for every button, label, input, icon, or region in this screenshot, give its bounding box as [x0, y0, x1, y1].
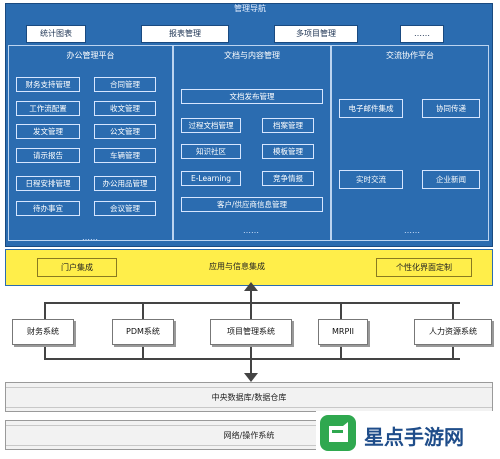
arrow-up-icon: [244, 282, 258, 291]
doc-customer-supplier[interactable]: 客户/供应商信息管理: [181, 197, 323, 212]
watermark-text: 星点手游网: [364, 425, 464, 449]
multi-project-button[interactable]: 多项目管理: [274, 25, 358, 43]
office-item-official-doc[interactable]: 公文管理: [94, 124, 156, 139]
office-item-receipt[interactable]: 收文管理: [94, 101, 156, 116]
rise-hr: [452, 345, 454, 359]
custom-interface[interactable]: 个性化界面定制: [376, 258, 472, 277]
office-panel: [8, 45, 173, 241]
stats-chart-button[interactable]: 统计图表: [26, 25, 86, 43]
drop-finance: [44, 302, 46, 319]
exchange-realtime[interactable]: 实时交流: [339, 170, 403, 189]
rise-mrp: [340, 345, 342, 359]
exchange-panel: [331, 45, 489, 241]
office-item-todo[interactable]: 待办事宜: [16, 201, 80, 216]
more-button[interactable]: ……: [400, 25, 444, 43]
portal-integration[interactable]: 门户集成: [37, 258, 117, 277]
integration-band: 门户集成 应用与信息集成 个性化界面定制: [5, 249, 493, 286]
system-hr[interactable]: 人力资源系统: [414, 319, 492, 345]
drop-hr: [452, 302, 454, 319]
doc-template[interactable]: 模板管理: [262, 144, 314, 159]
doc-intelligence[interactable]: 竞争情报: [262, 171, 314, 186]
rise-finance: [44, 345, 46, 359]
office-item-vehicle[interactable]: 车辆管理: [94, 148, 156, 163]
office-item-contract[interactable]: 合同管理: [94, 77, 156, 92]
doc-knowledge[interactable]: 知识社区: [181, 144, 241, 159]
office-item-supplies[interactable]: 办公用品管理: [94, 176, 156, 191]
document-panel: [173, 45, 331, 241]
office-item-finance[interactable]: 财务支持管理: [16, 77, 80, 92]
doc-elearning[interactable]: E-Learning: [181, 171, 241, 186]
office-item-dispatch[interactable]: 发文管理: [16, 124, 80, 139]
header-title: 管理导航: [234, 4, 266, 13]
office-item-workflow[interactable]: 工作流配置: [16, 101, 80, 116]
office-item-request[interactable]: 请示报告: [16, 148, 80, 163]
network-label: 网络/操作系统: [223, 431, 275, 440]
rise-pdm: [142, 345, 144, 359]
office-title: 办公管理平台: [66, 51, 115, 60]
system-mrp[interactable]: MRPII: [318, 319, 368, 345]
doc-archive[interactable]: 档案管理: [262, 118, 314, 133]
database-label: 中央数据库/数据仓库: [211, 393, 287, 402]
arrow-down-icon: [244, 373, 258, 382]
exchange-collab[interactable]: 协同传递: [422, 99, 480, 118]
app-info-integration: 应用与信息集成: [209, 262, 265, 271]
office-item-schedule[interactable]: 日程安排管理: [16, 176, 80, 191]
watermark-logo-icon: [320, 415, 356, 451]
system-project[interactable]: 项目管理系统: [210, 319, 292, 345]
exchange-news[interactable]: 企业新闻: [422, 170, 480, 189]
document-more: ……: [243, 226, 259, 235]
report-management-button[interactable]: 报表管理: [141, 25, 229, 43]
exchange-more: ……: [404, 226, 420, 235]
database-layer: 中央数据库/数据仓库: [5, 382, 493, 412]
office-more: ……: [82, 233, 98, 242]
system-finance[interactable]: 财务系统: [12, 319, 74, 345]
top-bus: [44, 302, 460, 304]
drop-pdm: [142, 302, 144, 319]
document-title: 文档与内容管理: [224, 51, 280, 60]
exchange-title: 交流协作平台: [386, 51, 434, 60]
doc-process[interactable]: 过程文档管理: [181, 118, 241, 133]
exchange-email[interactable]: 电子邮件集成: [339, 99, 403, 118]
doc-publish[interactable]: 文档发布管理: [181, 89, 323, 104]
system-pdm[interactable]: PDM系统: [112, 319, 174, 345]
office-item-meeting[interactable]: 会议管理: [94, 201, 156, 216]
bottom-bus: [44, 358, 460, 360]
drop-mrp: [340, 302, 342, 319]
